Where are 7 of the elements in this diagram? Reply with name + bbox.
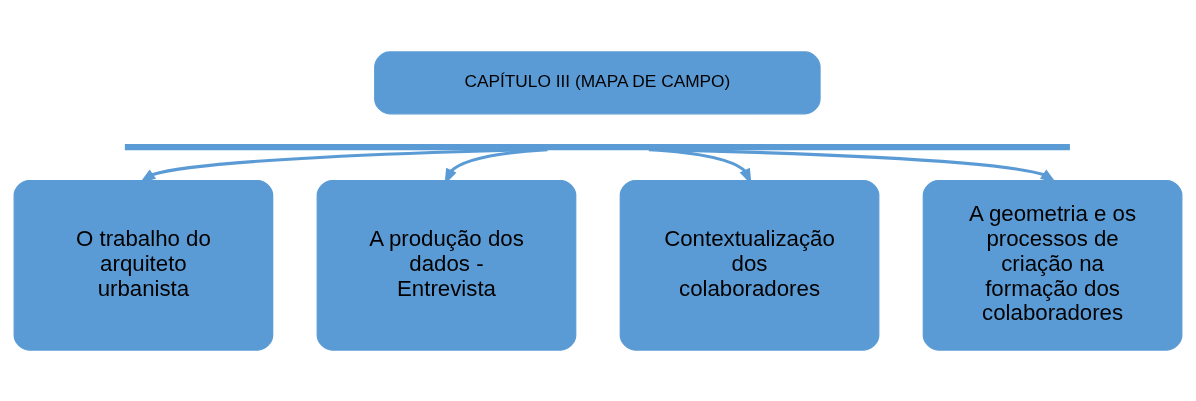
- node-box: A produção dos dados - Entrevista: [316, 179, 577, 351]
- node-box: O trabalho do arquiteto urbanista: [13, 179, 274, 351]
- node-box: Contextualização dos colaboradores: [619, 179, 880, 351]
- node-box: A geometria e os processos de criação na formação dos colaboradores: [922, 179, 1183, 351]
- node-bar: [124, 143, 1070, 150]
- arrow: [659, 147, 1057, 183]
- node-box: CAPÍTULO III (MAPA DE CAMPO): [374, 50, 821, 114]
